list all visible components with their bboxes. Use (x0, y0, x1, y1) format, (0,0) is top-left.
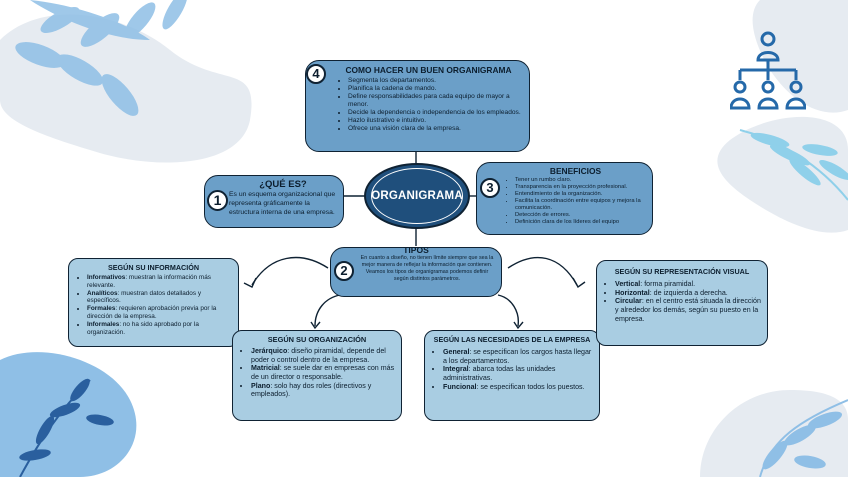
informacion-box: SEGÚN SU INFORMACIÓN Informativos: muest… (68, 258, 239, 347)
item-term: Circular (615, 297, 642, 306)
item-term: Integral (443, 365, 469, 374)
list-item: Transparencia en la proyección profesion… (515, 184, 648, 191)
list-item: Funcional: se especifican todos los pues… (443, 383, 593, 392)
list-item: Tener un rumbo claro. (515, 177, 648, 184)
beneficios-list: Tener un rumbo claro. Transparencia en l… (503, 177, 648, 226)
leaf-decoration-top-left (15, 0, 188, 116)
item-desc: : en el centro está situada la dirección… (615, 297, 761, 323)
tipos-box: En cuanto a diseño, no tienen límite sie… (330, 247, 502, 297)
list-item: Plano: solo hay dos roles (directivos y … (251, 382, 395, 399)
list-item: Informativos: muestran la información má… (87, 274, 232, 290)
item-term: Matricial (251, 364, 280, 373)
list-item: Definición clara de los líderes del equi… (515, 219, 648, 226)
org-chart-icon (730, 31, 806, 110)
item-desc: : muestran datos detallados y específico… (87, 289, 202, 305)
leaf-decoration-bottom-left (19, 378, 114, 477)
item-term: Informativos (87, 274, 126, 281)
como-hacer-box: COMO HACER UN BUEN ORGANIGRAMA Segmenta … (305, 60, 530, 152)
list-item: Facilita la coordinación entre equipos y… (515, 198, 648, 212)
item-term: Horizontal (615, 288, 650, 297)
number-badge-3: 3 (480, 178, 500, 198)
tipos-title: TIPOS (403, 245, 429, 255)
necesidades-box: SEGÚN LAS NECESIDADES DE LA EMPRESA Gene… (424, 330, 600, 421)
item-term: Jerárquico (251, 347, 288, 355)
item-term: Formales (87, 305, 116, 313)
como-hacer-title: COMO HACER UN BUEN ORGANIGRAMA (345, 65, 512, 75)
item-desc: : abarca todas las unidades administrati… (443, 365, 556, 382)
connector-arrowheads (243, 277, 586, 330)
list-item: Jerárquico: diseño piramidal, depende de… (251, 347, 395, 364)
list-item: Analíticos: muestran datos detallados y … (87, 290, 232, 306)
item-desc: : no ha sido aprobado por la organizació… (87, 320, 199, 336)
organizacion-title: SEGÚN SU ORGANIZACIÓN (267, 335, 367, 344)
necesidades-title: SEGÚN LAS NECESIDADES DE LA EMPRESA (433, 335, 591, 344)
number-badge-1: 1 (207, 190, 228, 211)
list-item: Horizontal: de izquierda a derecha. (615, 289, 761, 298)
number-badge-4: 4 (306, 64, 326, 84)
item-desc: : de izquierda a derecha. (649, 288, 728, 297)
item-term: Analíticos (87, 289, 118, 297)
center-title: ORGANIGRAMA (371, 190, 463, 202)
que-es-box: ¿QUÉ ES? Es un esquema organizacional qu… (204, 175, 344, 228)
list-item: Circular: en el centro está situada la d… (615, 297, 761, 323)
representacion-title: SEGÚN SU REPRESENTACIÓN VISUAL (614, 267, 750, 276)
blob-decoration-top-right (752, 0, 848, 113)
blob-decoration-right (717, 116, 848, 233)
item-term: General (443, 348, 470, 356)
leaf-decoration-bottom-right (759, 399, 848, 477)
item-desc: : muestran la información más relevante. (87, 274, 211, 289)
list-item: Define responsabilidades para cada equip… (348, 93, 521, 109)
organizacion-box: SEGÚN SU ORGANIZACIÓN Jerárquico: diseño… (232, 330, 402, 421)
item-desc: : se especifican los cargos hasta llegar… (443, 348, 592, 365)
list-item: General: se especifican los cargos hasta… (443, 348, 593, 365)
beneficios-box: BENEFICIOS Tener un rumbo claro. Transpa… (476, 162, 653, 235)
informacion-title: SEGÚN SU INFORMACIÓN (107, 263, 200, 272)
list-item: Segmenta los departamentos. (348, 77, 521, 85)
item-desc: : se suele dar en empresas con más de un… (251, 364, 395, 381)
beneficios-title: BENEFICIOS (549, 166, 602, 176)
center-organigrama-node: ORGANIGRAMA (364, 163, 470, 229)
que-es-text: Es un esquema organizacional que represe… (229, 191, 336, 216)
necesidades-list: General: se especifican los cargos hasta… (431, 348, 593, 391)
item-term: Informales (87, 320, 120, 328)
item-desc: : solo hay dos roles (directivos y emple… (251, 381, 372, 399)
que-es-title: ¿QUÉ ES? (259, 179, 307, 190)
list-item: Ofrece una visión clara de la empresa. (348, 125, 521, 133)
list-item: Decide la dependencia o independencia de… (348, 109, 521, 117)
item-term: Funcional (443, 382, 477, 391)
item-term: Vertical (615, 280, 641, 288)
list-item: Planifica la cadena de mando. (348, 85, 521, 93)
item-term: Plano (251, 381, 271, 390)
list-item: Entendimiento de la organización. (515, 191, 648, 198)
list-item: Integral: abarca todas las unidades admi… (443, 365, 593, 382)
representacion-box: SEGÚN SU REPRESENTACIÓN VISUAL Vertical:… (596, 260, 768, 346)
representacion-list: Vertical: forma piramidal. Horizontal: d… (603, 280, 761, 323)
blob-decoration-bottom-right (700, 390, 848, 477)
item-desc: : requieren aprobación previa por la dir… (87, 305, 217, 321)
list-item: Vertical: forma piramidal. (615, 280, 761, 289)
number-badge-2: 2 (334, 261, 354, 281)
item-desc: : se especifican todos los puestos. (476, 382, 585, 391)
organizacion-list: Jerárquico: diseño piramidal, depende de… (239, 347, 395, 399)
como-hacer-list: Segmenta los departamentos. Planifica la… (336, 77, 521, 133)
list-item: Detección de errores. (515, 212, 648, 219)
tipos-text: En cuanto a diseño, no tienen límite sie… (360, 255, 494, 283)
item-desc: : forma piramidal. (640, 280, 696, 288)
list-item: Hazlo ilustrativo e intuitivo. (348, 117, 521, 125)
item-desc: : diseño piramidal, depende del poder o … (251, 347, 386, 364)
informacion-list: Informativos: muestran la información má… (75, 274, 232, 337)
list-item: Informales: no ha sido aprobado por la o… (87, 321, 232, 337)
leaf-decoration-right (739, 129, 848, 201)
blob-decoration-bottom-left (0, 352, 137, 477)
list-item: Matricial: se suele dar en empresas con … (251, 364, 395, 381)
list-item: Formales: requieren aprobación previa po… (87, 305, 232, 321)
